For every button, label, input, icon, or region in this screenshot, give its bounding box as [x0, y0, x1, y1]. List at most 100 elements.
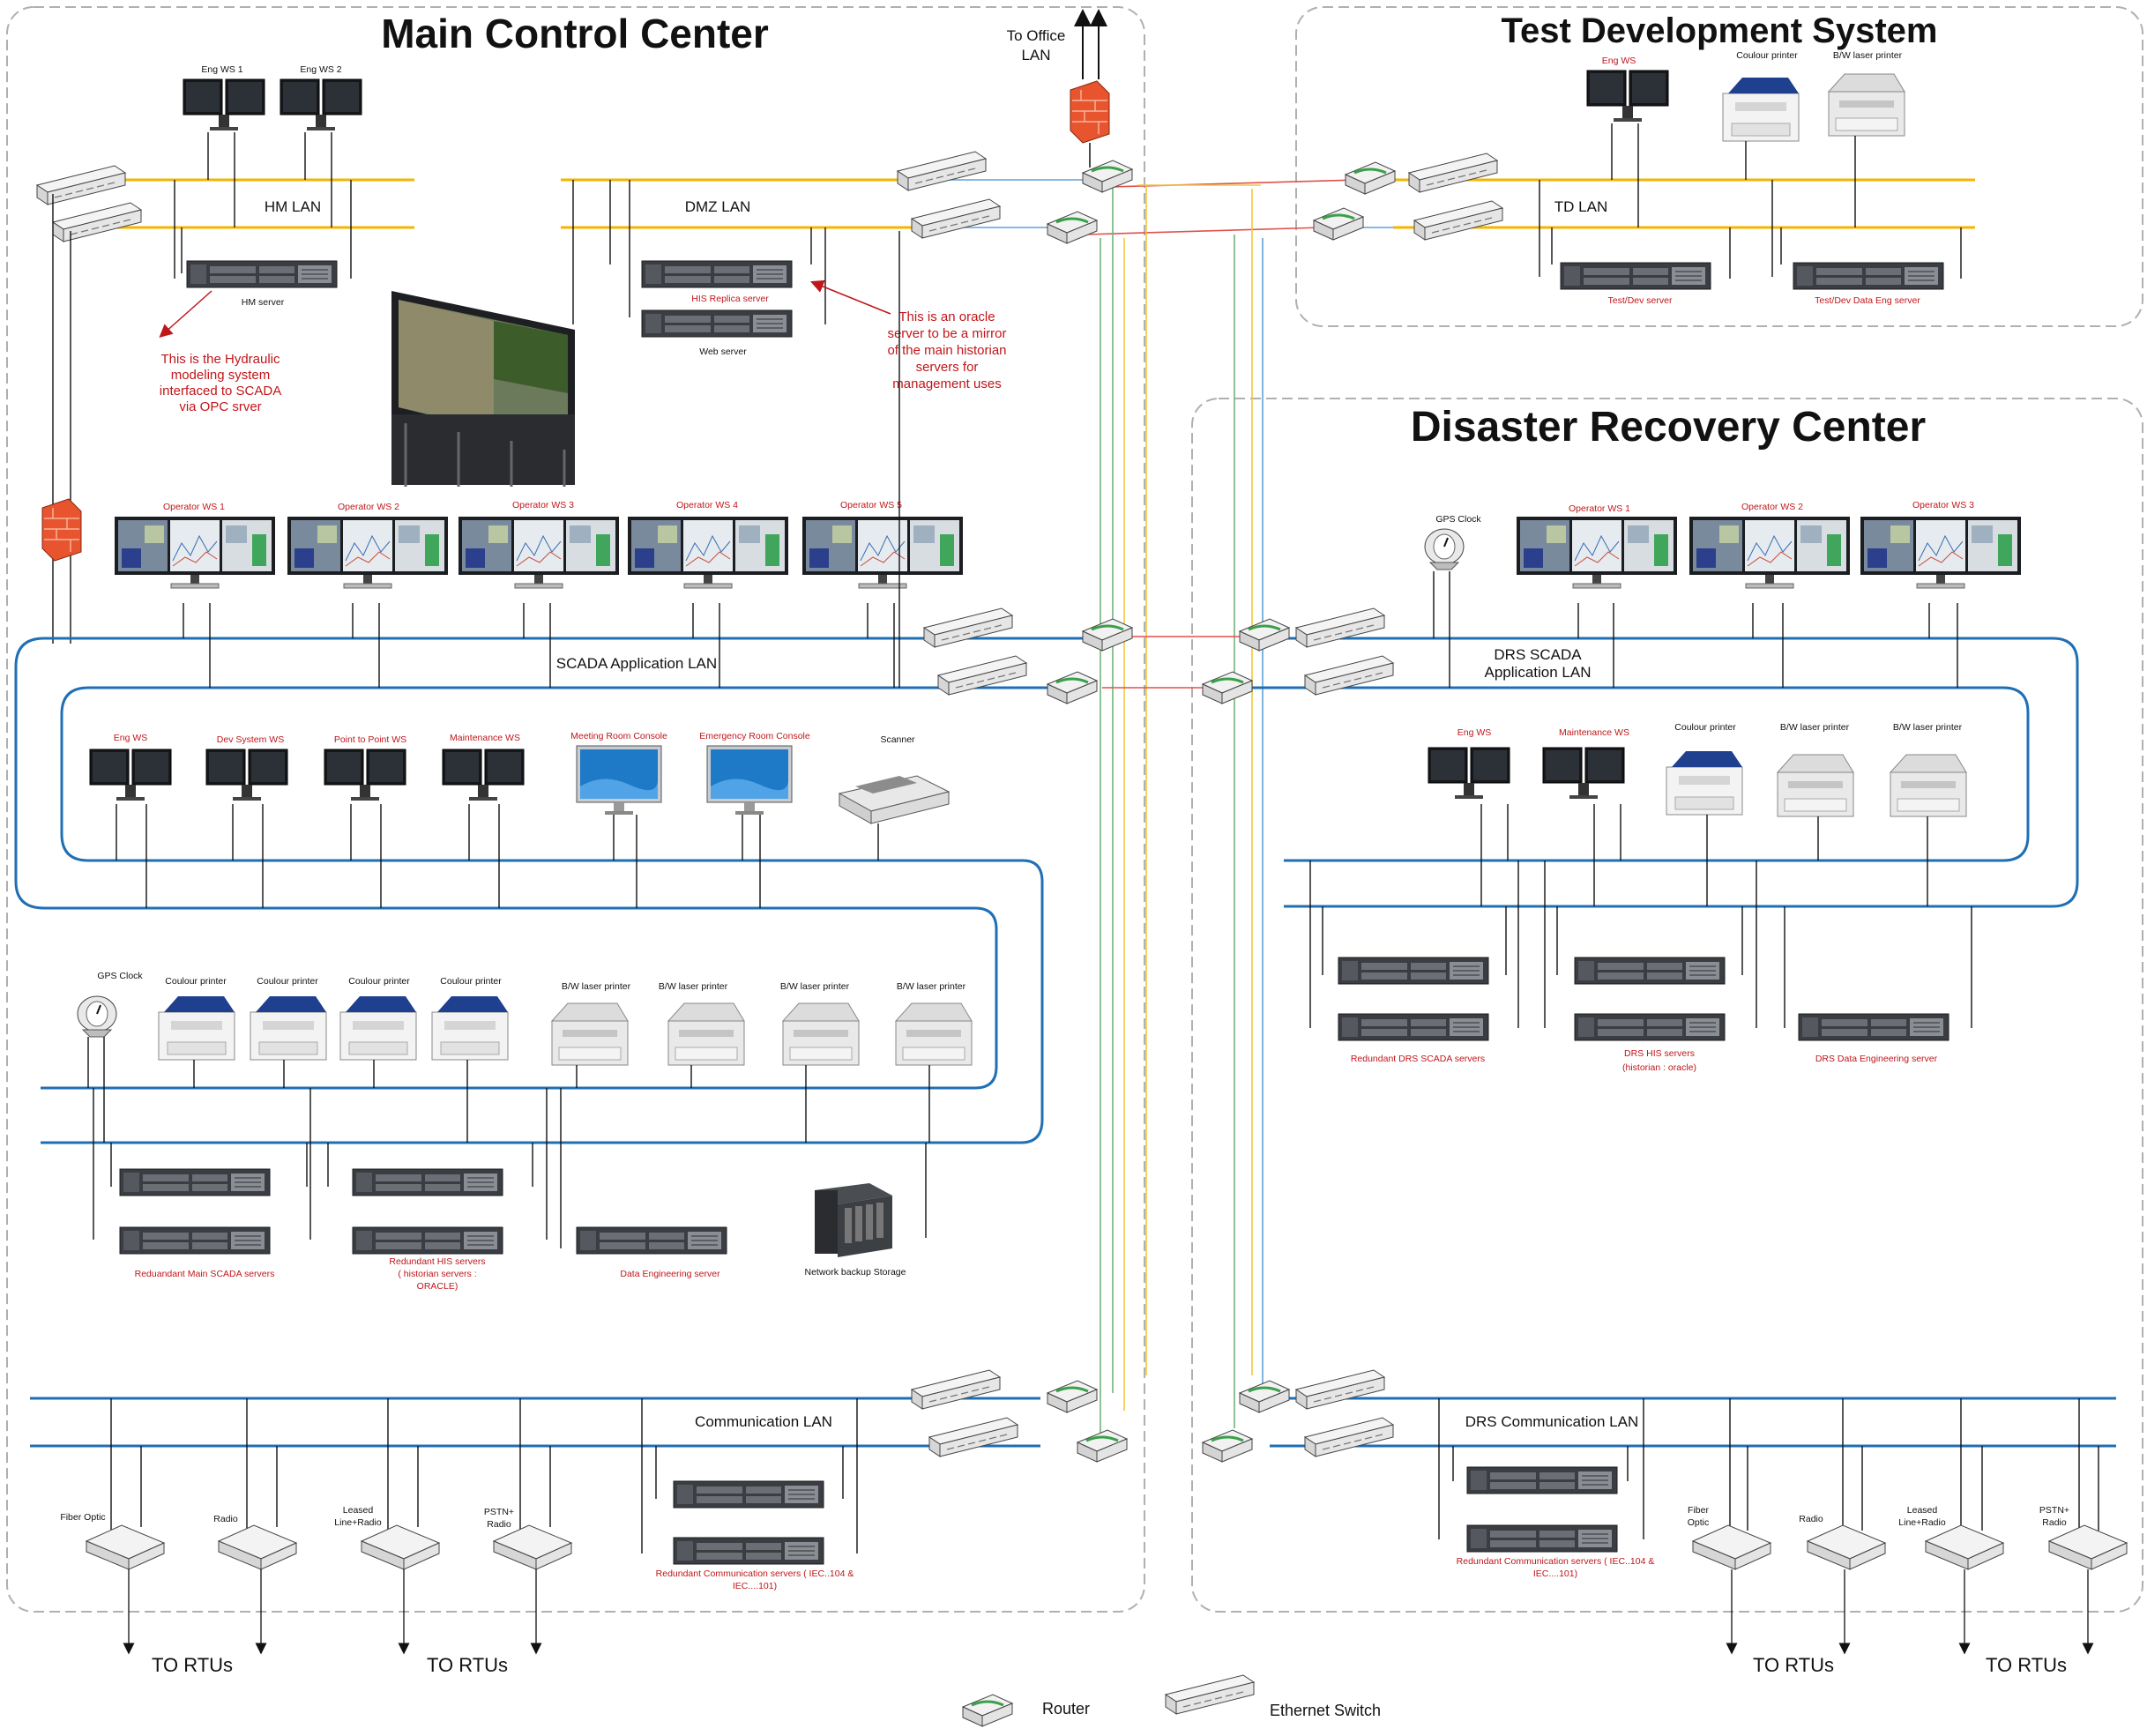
to-rtus-4: TO RTUs [1986, 1654, 2067, 1676]
main-firewall [41, 498, 82, 562]
dmz-switch-2 [911, 198, 1001, 239]
drs-lan-rings [1252, 637, 2079, 908]
fiber-optic-label: Fiber Optic [60, 1512, 105, 1523]
main-scada-servers-label: Reduandant Main SCADA servers [135, 1269, 275, 1279]
drs-radio-label: Radio [1799, 1514, 1823, 1524]
his-server-1 [352, 1168, 503, 1196]
drs-bw-printer-1 [1777, 754, 1854, 817]
gps-clock-drs-label: GPS Clock [1435, 514, 1481, 525]
drs-operator-ws-1 [1516, 516, 1678, 589]
hm-note-line-2: modeling system [171, 368, 271, 383]
dev-system-ws-label: Dev System WS [217, 734, 284, 745]
to-office-lan-label-2: LAN [1021, 47, 1050, 63]
main-scada-server-1 [119, 1168, 271, 1196]
colour-printer-4-label: Coulour printer [440, 976, 502, 987]
comm-server-1 [673, 1480, 824, 1509]
colour-printer-1-label: Coulour printer [165, 976, 227, 987]
drs-bw-printer-1-label: B/W laser printer [1780, 722, 1850, 733]
scada-lan-label: SCADA Application LAN [556, 655, 717, 672]
his-servers-label-2: ( historian servers : [398, 1269, 476, 1279]
his-servers-label-1: Redundant HIS servers [389, 1256, 485, 1267]
drs-operator-ws-2 [1689, 516, 1851, 589]
operator-ws-1-label: Operator WS 1 [163, 502, 225, 512]
scada-switch-1 [923, 607, 1013, 648]
to-office-arrows [1074, 9, 1107, 79]
main-control-center-title: Main Control Center [381, 11, 769, 56]
drs-comm-lan-lines [1270, 1397, 2116, 1448]
td-colour-printer [1722, 77, 1800, 142]
drs-switch-1 [1295, 607, 1385, 648]
pstn-label-2: Radio [487, 1519, 511, 1530]
his-server-2 [352, 1226, 503, 1255]
test-dev-data-eng-server [1793, 262, 1944, 290]
leased-label-2: Line+Radio [334, 1517, 382, 1528]
main-scada-server-2 [119, 1226, 271, 1255]
bw-printer-1 [551, 1002, 629, 1066]
colour-printer-2 [250, 995, 327, 1061]
drs-data-eng-label: DRS Data Engineering server [1815, 1054, 1938, 1064]
drs-bw-printer-2-label: B/W laser printer [1893, 722, 1963, 733]
drs-router-2 [1201, 670, 1254, 705]
orange-lans [115, 178, 1975, 229]
td-switch-2 [1413, 200, 1503, 241]
main-control-center-border [6, 6, 1145, 1613]
drs-his-server-2 [1574, 1013, 1726, 1041]
drs-pstn-modem [2048, 1524, 2128, 1570]
bw-printer-1-label: B/W laser printer [562, 981, 631, 992]
drs-scada-server-1 [1338, 957, 1489, 985]
comm-switch-1 [911, 1369, 1001, 1410]
video-wall [391, 291, 575, 487]
colour-printer-3-label: Coulour printer [348, 976, 410, 987]
drs-comm-switch-2 [1304, 1417, 1394, 1457]
gps-clock-drs [1424, 528, 1465, 570]
pstn-modem [493, 1524, 572, 1570]
drs-colour-printer-label: Coulour printer [1674, 722, 1736, 733]
drs-his-label-1: DRS HIS servers [1624, 1048, 1695, 1059]
hm-server-label: HM server [242, 297, 285, 308]
to-rtus-3: TO RTUs [1753, 1654, 1834, 1676]
drs-comm-router-1 [1238, 1379, 1291, 1414]
comm-servers-label-2: IEC....101) [733, 1581, 777, 1591]
drs-comm-server-2 [1466, 1524, 1618, 1553]
hm-switch-1 [36, 165, 126, 205]
drs-comm-switch-1 [1295, 1369, 1385, 1410]
drs-comm-server-1 [1466, 1466, 1618, 1494]
hm-note-line-1: This is the Hydraulic [160, 352, 280, 367]
td-switch-1 [1408, 153, 1498, 193]
operator-ws-5-label: Operator WS 5 [840, 500, 902, 510]
td-eng-ws-label: Eng WS [1602, 56, 1636, 66]
data-eng-server [576, 1226, 727, 1255]
drs-comm-servers-label-1: Redundant Communication servers ( IEC..1… [1457, 1556, 1655, 1567]
comm-lan-lines [30, 1397, 1040, 1448]
drs-scada-lan-label-2: Application LAN [1485, 664, 1592, 681]
test-development-title: Test Development System [1502, 11, 1938, 50]
test-dev-data-eng-label: Test/Dev Data Eng server [1815, 295, 1920, 306]
drs-pstn-label-2: Radio [2042, 1517, 2067, 1528]
nas-label: Network backup Storage [805, 1267, 906, 1278]
drs-colour-printer [1666, 750, 1743, 816]
td-lan-label: TD LAN [1554, 198, 1607, 215]
oracle-note-line-5: management uses [892, 376, 1001, 391]
drs-router-1 [1238, 617, 1291, 652]
drs-operator-ws-3-label: Operator WS 3 [1912, 500, 1974, 510]
operator-ws-3-label: Operator WS 3 [512, 500, 574, 510]
drs-fiber-modem [1692, 1524, 1771, 1570]
his-servers-label-3: ORACLE) [417, 1281, 458, 1292]
legend-switch-label: Ethernet Switch [1270, 1702, 1381, 1719]
drs-eng-ws-monitor [1428, 747, 1510, 800]
td-router-1 [1344, 160, 1397, 196]
td-eng-ws-monitor [1586, 70, 1669, 123]
gps-clock-main [77, 995, 117, 1038]
comm-router-1 [1046, 1379, 1099, 1414]
point-to-point-ws-label: Point to Point WS [334, 734, 406, 745]
gps-clock-main-label: GPS Clock [97, 971, 143, 981]
eng-ws-monitor [89, 749, 172, 801]
operator-ws-3 [458, 516, 620, 589]
comm-server-2 [673, 1537, 824, 1565]
his-replica-server-label: HIS Replica server [691, 294, 769, 304]
oracle-note-line-3: of the main historian [887, 343, 1006, 358]
oracle-note-line-2: server to be a mirror [887, 326, 1006, 341]
test-development-border [1295, 6, 2143, 327]
drs-bw-printer-2 [1890, 754, 1967, 817]
